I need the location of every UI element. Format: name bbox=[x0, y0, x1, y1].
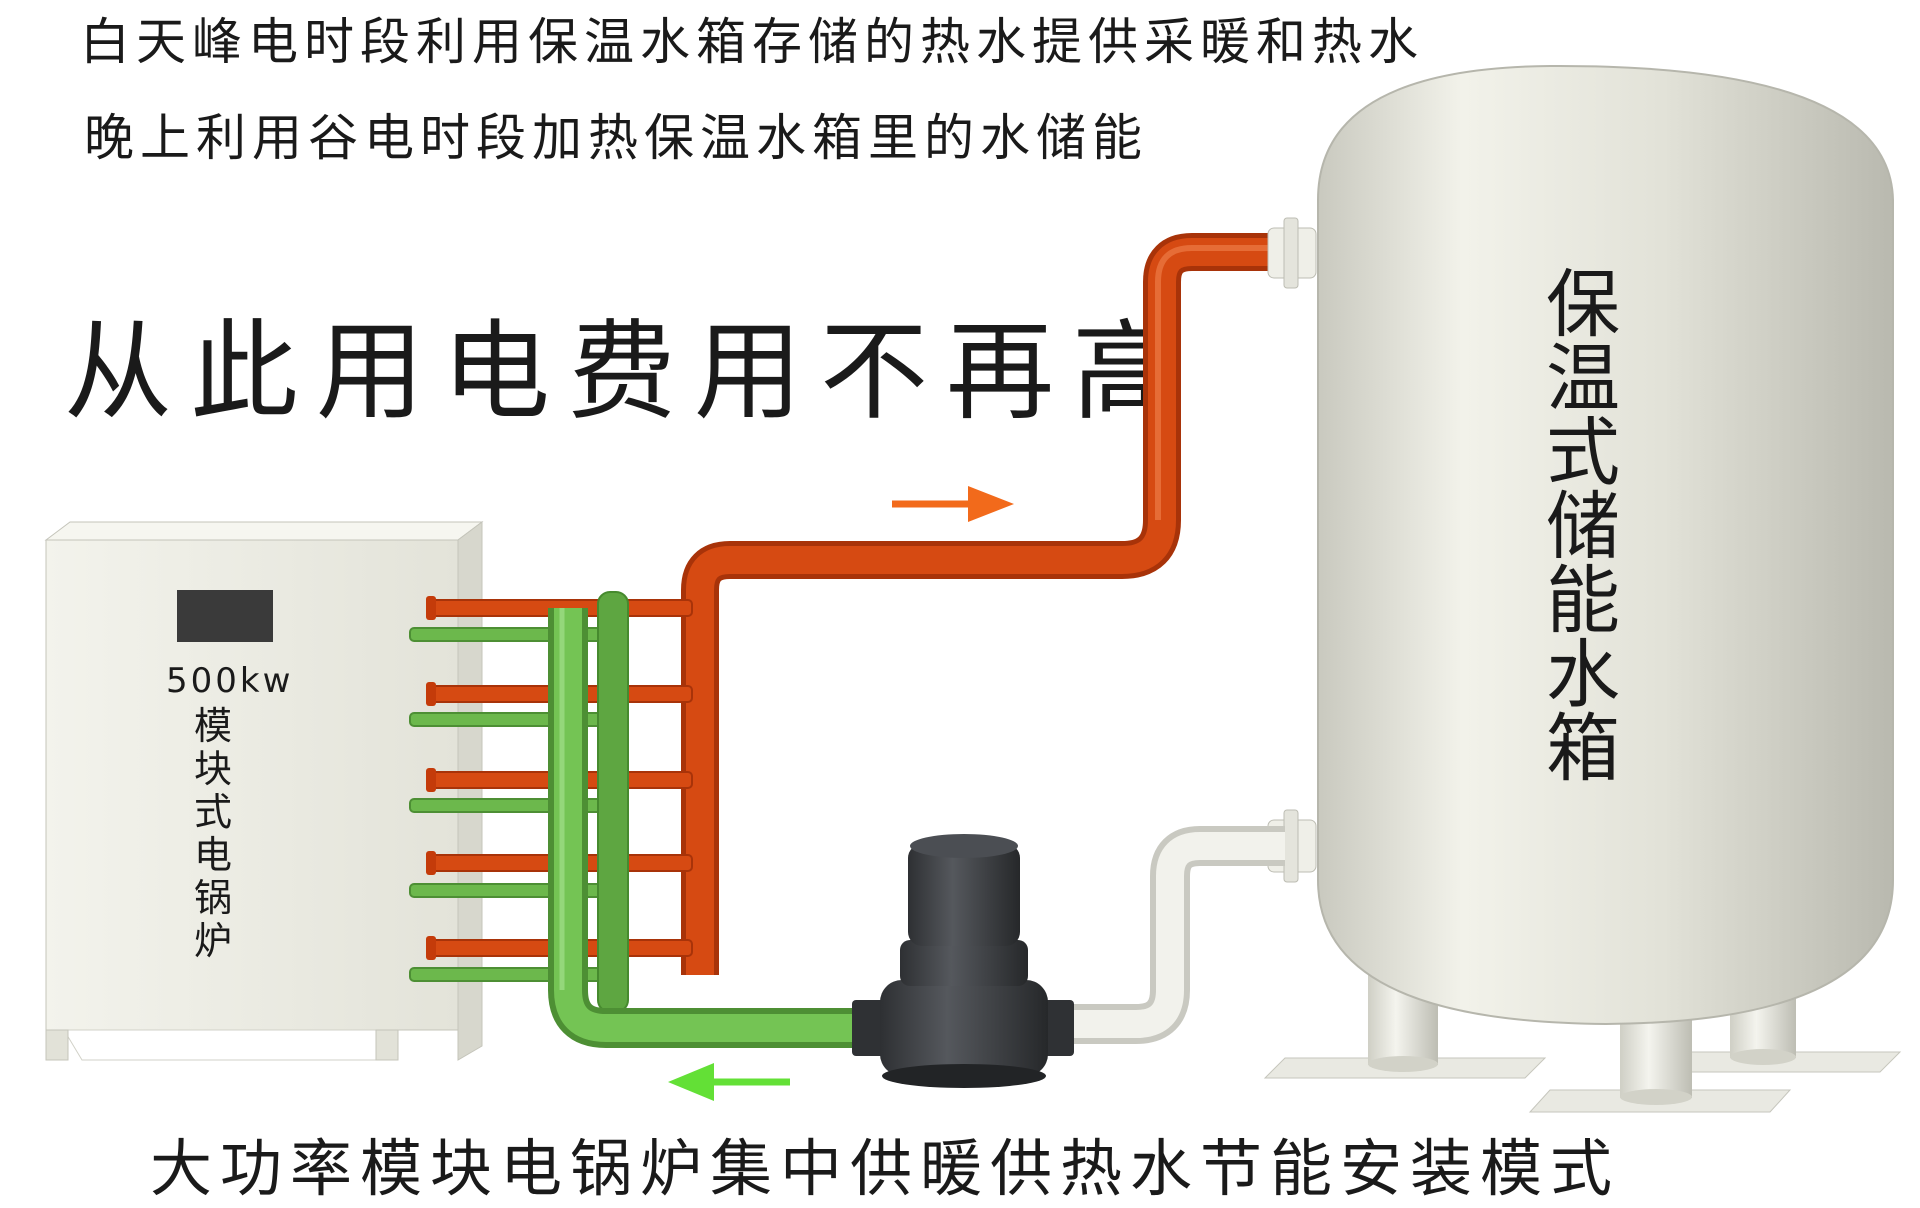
manifold-stub-caps bbox=[426, 596, 436, 960]
tank-name-label: 保温式储能水箱 bbox=[1546, 262, 1620, 792]
cold-flow-arrow bbox=[668, 1063, 790, 1101]
hot-flow-arrow bbox=[892, 486, 1014, 522]
circulation-pump bbox=[852, 834, 1074, 1088]
cold-header-pipe-rear bbox=[597, 591, 629, 1013]
boiler-display-panel bbox=[177, 590, 273, 642]
storage-tank bbox=[1317, 64, 1894, 1026]
bottom-caption: 大功率模块电锅炉集中供暖供热水节能安装模式 bbox=[150, 1132, 1621, 1205]
boiler-name-label: 模块式电锅炉 bbox=[193, 704, 232, 963]
slogan-headline: 从此用电费用不再高 bbox=[64, 310, 1199, 435]
top-caption-line-2: 晚上利用谷电时段加热保温水箱里的水储能 bbox=[84, 109, 1148, 167]
top-caption-line-1: 白天峰电时段利用保温水箱存储的热水提供采暖和热水 bbox=[80, 13, 1424, 71]
electric-boiler-cabinet bbox=[44, 521, 484, 1061]
boiler-power-label: 500kw bbox=[166, 661, 294, 701]
